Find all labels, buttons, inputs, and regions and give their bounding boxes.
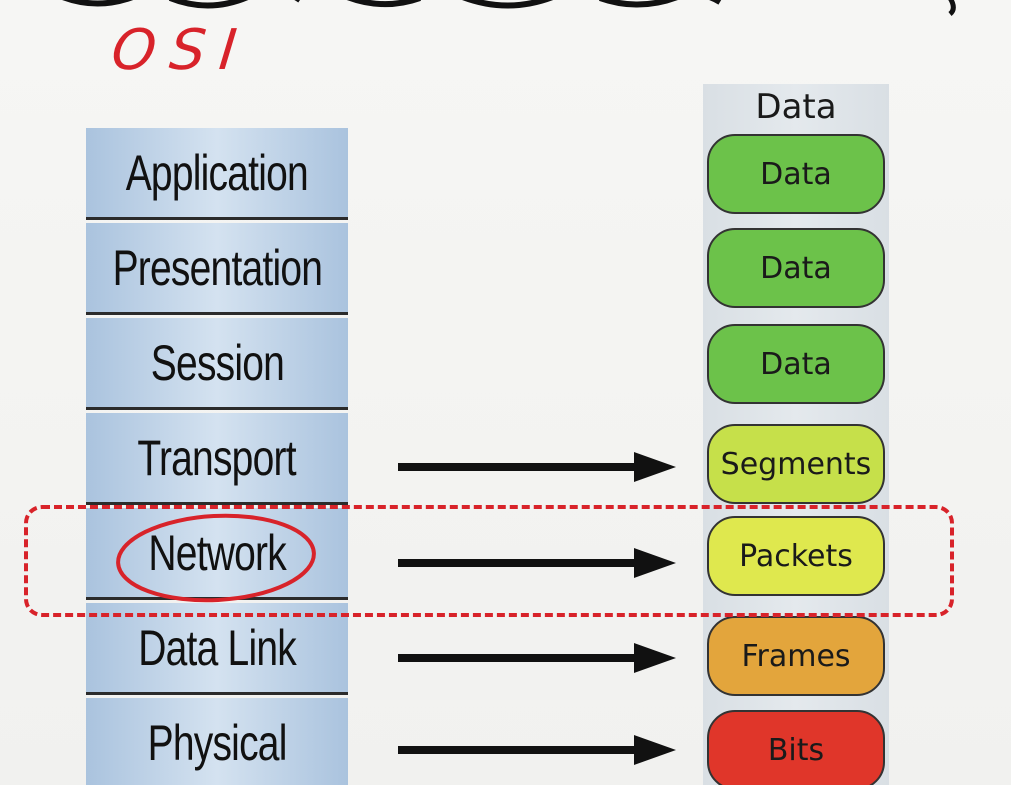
network-row-highlight [24,505,954,617]
layer-transport: Transport [86,413,348,505]
layer-session: Session [86,318,348,410]
pdu-pill-packets: Packets [707,516,885,596]
layer-application: Application [86,128,348,220]
layer-label: Transport [137,429,297,486]
layer-physical: Physical [86,698,348,785]
layer-label: Session [150,334,284,391]
network-circle-annotation [116,513,316,603]
layer-label: Network [148,524,286,581]
arrow-network-to-packets [398,548,676,578]
data-column-header: Data [755,87,837,127]
layer-presentation: Presentation [86,223,348,315]
pdu-pill-data-session: Data [707,324,885,404]
arrow-transport-to-segments [398,452,676,482]
osi-handwritten-annotation: OSI [108,18,254,83]
pdu-pill-frames: Frames [707,616,885,696]
layer-label: Application [125,144,309,201]
layer-network: Network [86,508,348,600]
arrow-physical-to-bits [398,735,676,765]
pdu-pill-data-application: Data [707,134,885,214]
pdu-pill-data-presentation: Data [707,228,885,308]
layer-label: Presentation [112,239,322,296]
layer-label: Data Link [138,619,297,676]
top-handwriting-strokes [62,0,956,16]
pdu-pill-bits: Bits [707,710,885,785]
layer-label: Physical [147,714,288,771]
osi-layer-stack: Application Presentation Session Transpo… [86,128,348,785]
pdu-pill-segments: Segments [707,424,885,504]
arrow-data-link-to-frames [398,643,676,673]
layer-data-link: Data Link [86,603,348,695]
